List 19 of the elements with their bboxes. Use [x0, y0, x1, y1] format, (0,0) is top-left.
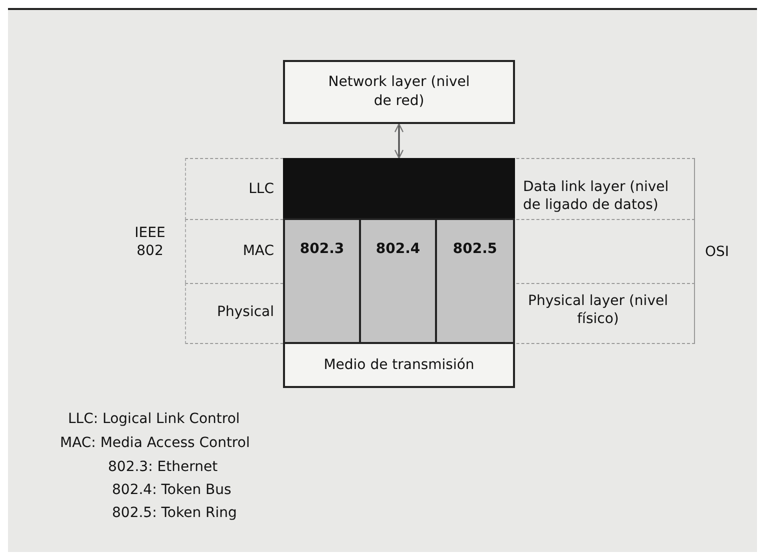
standard-column: 802.4 [359, 218, 437, 344]
layer-box: Medio de transmisión [283, 342, 515, 388]
note-text: MAC: Media Access Control [60, 434, 250, 452]
double-arrow [394, 123, 404, 159]
layer-label: LLC [248, 180, 274, 198]
model-label: OSI [705, 243, 730, 262]
note-text: 802.5: Token Ring [112, 504, 237, 522]
standard-column: 802.5 [435, 218, 515, 344]
layer-label: Data link layer (nivel de ligado de datos) [523, 178, 670, 214]
layer-label: Physical [216, 303, 274, 322]
standard-label: IEEE 802 [134, 224, 166, 260]
note-text: 802.3: Ethernet [108, 458, 218, 476]
layer-box: Network layer (nivel de red) [283, 60, 515, 124]
layer-label: MAC [242, 242, 274, 260]
layer-label: Physical layer (nivel físico) [527, 292, 669, 328]
note-text: LLC: Logical Link Control [68, 410, 240, 428]
standard-column: 802.3 [283, 218, 361, 344]
note-text: 802.4: Token Bus [112, 481, 232, 500]
sublayer-block [283, 158, 515, 220]
